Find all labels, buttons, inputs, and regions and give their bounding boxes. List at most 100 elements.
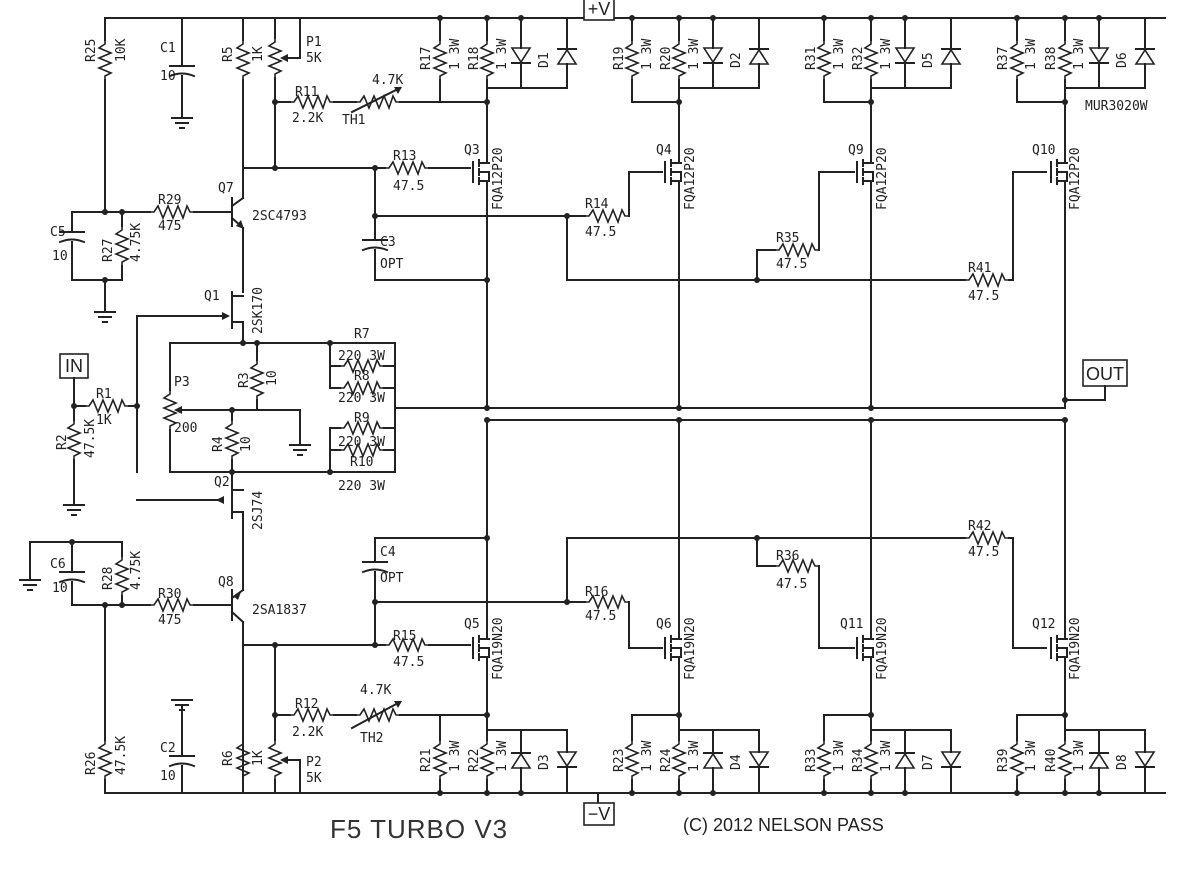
label-r3-val: 10 xyxy=(265,370,280,386)
gate-drive-top xyxy=(274,161,1047,287)
label-r32-val: 1 3W xyxy=(879,39,894,70)
label-q3-ref: Q3 xyxy=(464,143,480,158)
label-p2-val: 5K xyxy=(306,771,322,786)
label-r32-ref: R32 xyxy=(851,47,866,70)
label-r2-val: 47.5K xyxy=(83,419,98,458)
label-c5-val: 10 xyxy=(52,249,68,264)
label-r2-ref: R2 xyxy=(55,434,70,450)
label-r5-val: 1K xyxy=(251,46,266,62)
label-r21-ref: R21 xyxy=(419,749,434,772)
schematic-title: F5 TURBO V3 xyxy=(330,814,508,844)
in-terminal: IN xyxy=(59,353,89,379)
out-terminal: OUT xyxy=(1064,359,1128,401)
positive-rail xyxy=(104,9,1166,19)
label-c4-val: OPT xyxy=(380,571,404,586)
label-r40-val: 1 3W xyxy=(1072,741,1087,772)
label-r37-val: 1 3W xyxy=(1024,39,1039,70)
label-r17-val: 1 3W xyxy=(448,39,463,70)
label-r19-ref: R19 xyxy=(612,47,627,70)
label-r1-ref: R1 xyxy=(96,387,112,402)
label-r6-ref: R6 xyxy=(221,750,236,766)
label-r31-ref: R31 xyxy=(804,47,819,70)
label-r10-ref: R10 xyxy=(350,455,373,470)
label-r29-ref: R29 xyxy=(158,193,181,208)
label-r24-val: 1 3W xyxy=(687,741,702,772)
label-r7-ref: R7 xyxy=(354,327,370,342)
copyright-text: (C) 2012 NELSON PASS xyxy=(683,815,884,835)
label-q6-ref: Q6 xyxy=(656,617,672,632)
label-r22-val: 1 3W xyxy=(495,741,510,772)
label-r4-ref: R4 xyxy=(211,436,226,452)
label-r15-val: 47.5 xyxy=(393,655,424,670)
output-bus xyxy=(484,397,1068,423)
out-terminal-label: OUT xyxy=(1086,364,1124,384)
output-stage-top xyxy=(433,15,1155,409)
label-r29-val: 475 xyxy=(158,219,181,234)
label-r8-val: 220 3W xyxy=(338,391,385,406)
label-r22-ref: R22 xyxy=(467,749,482,772)
label-r10-val: 220 3W xyxy=(338,479,385,494)
label-r37-ref: R37 xyxy=(996,47,1011,70)
label-r25-val: 10K xyxy=(114,38,129,62)
label-r39-ref: R39 xyxy=(996,749,1011,772)
label-r13-val: 47.5 xyxy=(393,179,424,194)
negative-rail xyxy=(104,792,1166,804)
neg-terminal: −V xyxy=(583,802,615,826)
label-q5-val: FQA19N20 xyxy=(491,617,506,680)
label-d5-ref: D5 xyxy=(921,52,936,68)
label-d6-ref: D6 xyxy=(1115,52,1130,68)
label-r8-ref: R8 xyxy=(354,369,370,384)
label-c3-ref: C3 xyxy=(380,235,396,250)
label-r30-ref: R30 xyxy=(158,587,181,602)
label-r14-val: 47.5 xyxy=(585,225,616,240)
label-d2-ref: D2 xyxy=(729,52,744,68)
label-r31-val: 1 3W xyxy=(832,39,847,70)
label-p3-ref: P3 xyxy=(174,375,190,390)
label-d3-ref: D3 xyxy=(537,754,552,770)
label-q8-val: 2SA1837 xyxy=(252,603,307,618)
label-th2-val: 4.7K xyxy=(360,683,391,698)
label-r23-val: 1 3W xyxy=(640,741,655,772)
label-r35-val: 47.5 xyxy=(776,257,807,272)
label-q4-val: FQA12P20 xyxy=(683,147,698,210)
label-r5-ref: R5 xyxy=(221,46,236,62)
label-r14-ref: R14 xyxy=(585,197,609,212)
label-q8-ref: Q8 xyxy=(218,575,234,590)
label-r27-val: 4.75K xyxy=(129,223,144,262)
label-c3-val: OPT xyxy=(380,257,404,272)
gate-drive-bottom xyxy=(362,531,1047,652)
neg-terminal-label: −V xyxy=(588,804,611,824)
label-q11-ref: Q11 xyxy=(840,617,863,632)
label-p3-val: 200 xyxy=(174,421,197,436)
label-r9-ref: R9 xyxy=(354,411,370,426)
jfet-bias-network xyxy=(136,291,1066,591)
label-r41-ref: R41 xyxy=(968,261,991,276)
label-q9-ref: Q9 xyxy=(848,143,864,158)
label-q3-val: FQA12P20 xyxy=(491,147,506,210)
label-r6-val: 1K xyxy=(251,750,266,766)
label-r15-ref: R15 xyxy=(393,629,416,644)
label-c1-val: 10 xyxy=(160,69,176,84)
label-r33-ref: R33 xyxy=(804,749,819,772)
label-d1-ref: D1 xyxy=(537,52,552,68)
label-r3-ref: R3 xyxy=(237,372,252,388)
label-q12-val: FQA19N20 xyxy=(1068,617,1083,680)
label-r36-val: 47.5 xyxy=(776,577,807,592)
label-r41-val: 47.5 xyxy=(968,289,999,304)
label-p1-val: 5K xyxy=(306,51,322,66)
label-q7-val: 2SC4793 xyxy=(252,209,307,224)
label-th2-ref: TH2 xyxy=(360,731,383,746)
label-p1-ref: P1 xyxy=(306,35,322,50)
label-r27-ref: R27 xyxy=(101,239,116,262)
label-q1-val: 2SK170 xyxy=(251,287,266,334)
label-q1-ref: Q1 xyxy=(204,289,220,304)
label-q5-ref: Q5 xyxy=(464,617,480,632)
label-r21-val: 1 3W xyxy=(448,741,463,772)
label-r23-ref: R23 xyxy=(612,749,627,772)
label-q9-val: FQA12P20 xyxy=(875,147,890,210)
label-r34-ref: R34 xyxy=(851,748,866,772)
label-r28-ref: R28 xyxy=(101,567,116,590)
label-r30-val: 475 xyxy=(158,613,181,628)
